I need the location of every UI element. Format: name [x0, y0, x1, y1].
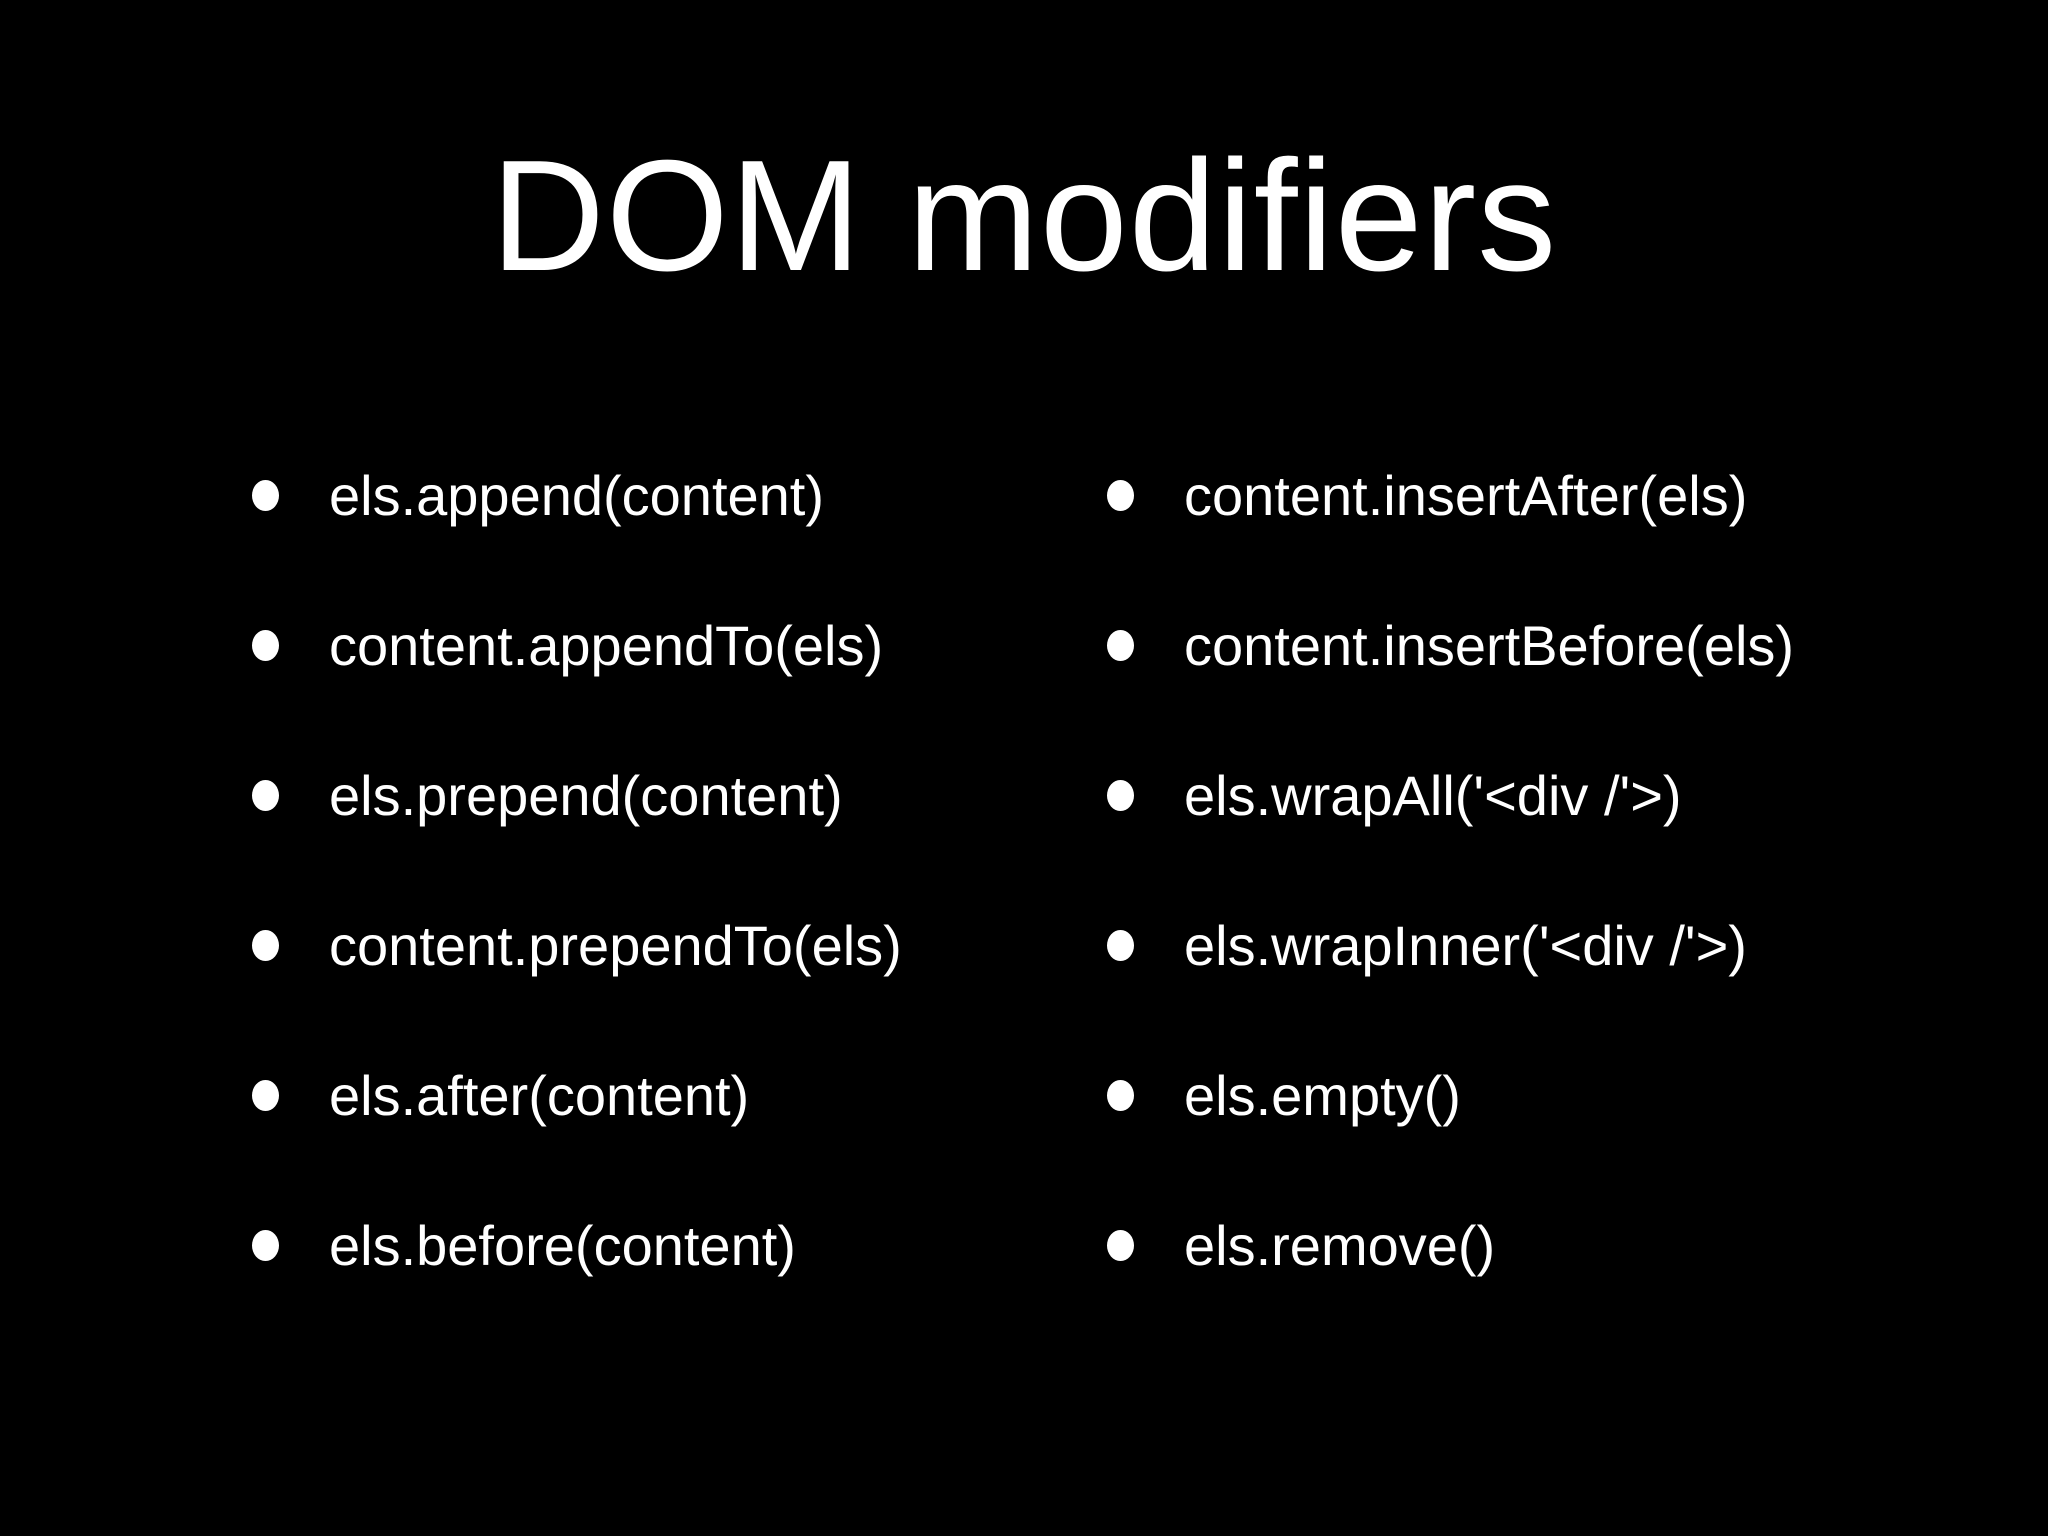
bullet-dot-icon: [1107, 1229, 1134, 1261]
bullet-text: content.prependTo(els): [329, 913, 902, 977]
bullet-item: els.empty(): [1107, 1020, 2048, 1170]
bullet-dot-icon: [1107, 1079, 1134, 1111]
bullet-dot-icon: [1107, 779, 1134, 811]
bullet-text: els.prepend(content): [329, 763, 843, 827]
bullet-dot-icon: [1107, 929, 1134, 961]
bullet-item: els.before(content): [252, 1170, 1107, 1320]
bullet-text: els.before(content): [329, 1213, 796, 1277]
bullet-text: els.wrapAll('<div /'>): [1184, 763, 1682, 827]
bullet-dot-icon: [252, 1079, 279, 1111]
bullet-text: els.empty(): [1184, 1063, 1461, 1127]
bullet-dot-icon: [252, 629, 279, 661]
bullet-text: content.insertAfter(els): [1184, 463, 1748, 527]
bullet-text: els.wrapInner('<div /'>): [1184, 913, 1747, 977]
bullet-text: els.append(content): [329, 463, 825, 527]
bullet-text: content.insertBefore(els): [1184, 613, 1795, 677]
bullet-item: content.insertBefore(els): [1107, 570, 2048, 720]
bullet-item: els.remove(): [1107, 1170, 2048, 1320]
bullet-item: content.appendTo(els): [252, 570, 1107, 720]
bullet-item: content.prependTo(els): [252, 870, 1107, 1020]
bullet-dot-icon: [252, 479, 279, 511]
bullet-dot-icon: [252, 929, 279, 961]
bullet-dot-icon: [1107, 479, 1134, 511]
bullet-item: els.append(content): [252, 420, 1107, 570]
bullet-item: els.wrapInner('<div /'>): [1107, 870, 2048, 1020]
bullet-dot-icon: [252, 779, 279, 811]
bullet-text: els.after(content): [329, 1063, 750, 1127]
bullet-item: content.insertAfter(els): [1107, 420, 2048, 570]
bullet-text: els.remove(): [1184, 1213, 1496, 1277]
slide-title: DOM modifiers: [490, 128, 1558, 304]
bullet-dot-icon: [252, 1229, 279, 1261]
bullet-item: els.prepend(content): [252, 720, 1107, 870]
bullet-item: els.after(content): [252, 1020, 1107, 1170]
bullet-dot-icon: [1107, 629, 1134, 661]
bullet-list-right: content.insertAfter(els) content.insertB…: [1107, 420, 2048, 1320]
bullet-text: content.appendTo(els): [329, 613, 884, 677]
bullet-list-left: els.append(content) content.appendTo(els…: [0, 420, 1107, 1320]
bullet-item: els.wrapAll('<div /'>): [1107, 720, 2048, 870]
bullet-columns: els.append(content) content.appendTo(els…: [0, 420, 2048, 1320]
